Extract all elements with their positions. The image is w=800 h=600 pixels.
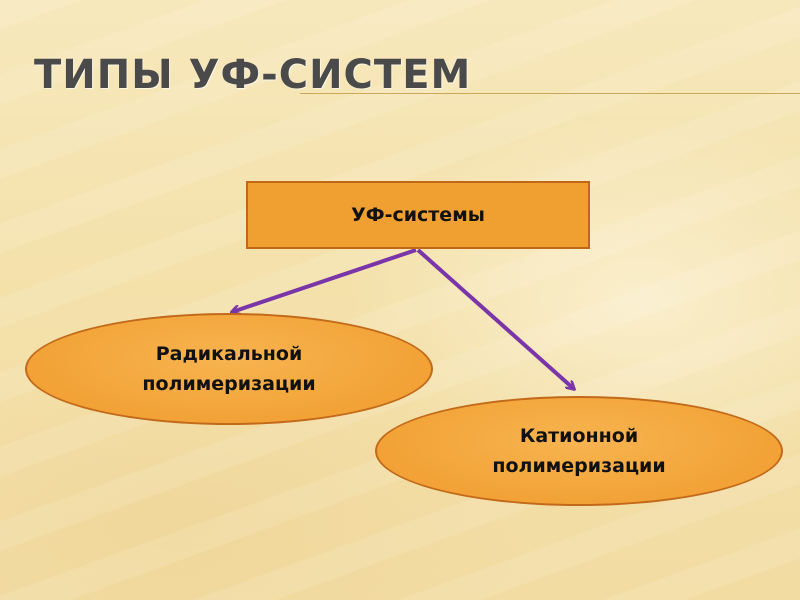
node-cationic-line1: Катионной	[519, 425, 639, 447]
root-node-label: УФ-системы	[351, 204, 485, 226]
node-radical-polymerization: Радикальной полимеризации	[25, 313, 433, 425]
root-node-uv-systems: УФ-системы	[246, 181, 590, 249]
slide-title: ТИПЫ УФ-СИСТЕМ	[34, 52, 472, 98]
node-cationic-line2: полимеризации	[492, 455, 666, 477]
arrow-to-cationic	[416, 248, 574, 389]
arrow-to-radical	[232, 248, 417, 312]
node-radical-line2: полимеризации	[142, 373, 316, 395]
node-cationic-polymerization: Катионной полимеризации	[375, 396, 783, 506]
title-underline	[300, 93, 800, 94]
node-radical-line1: Радикальной	[155, 343, 303, 365]
